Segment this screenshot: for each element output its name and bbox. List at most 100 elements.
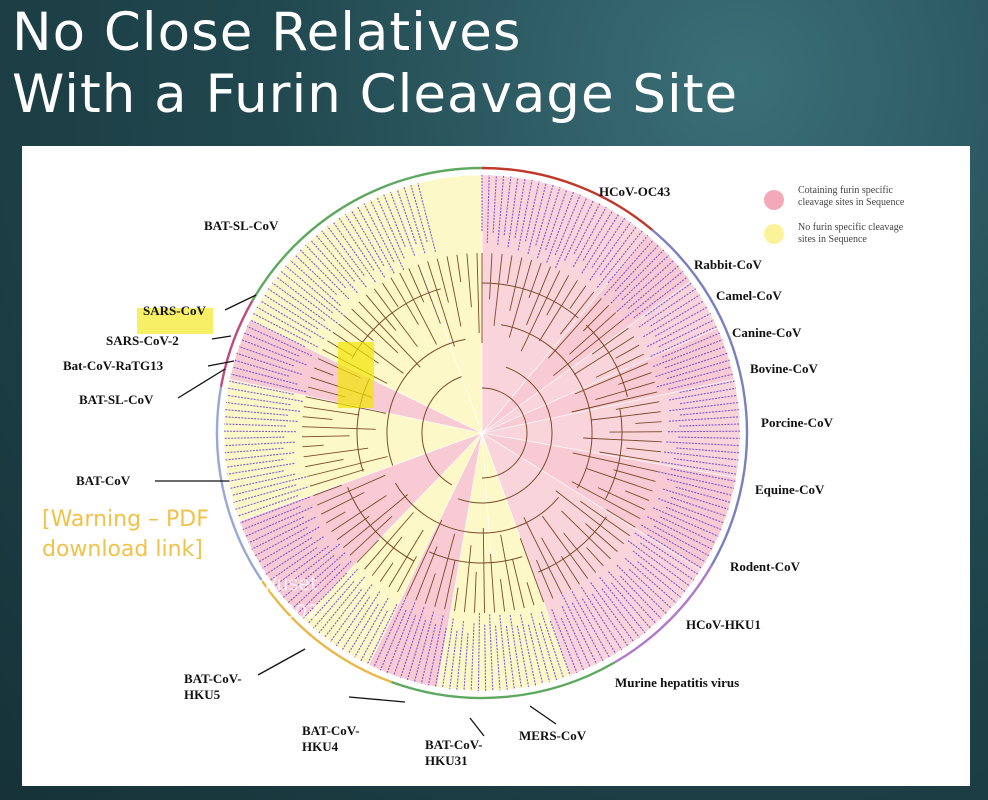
colored-outer-ring xyxy=(215,166,749,700)
leaf-name-stroke xyxy=(664,345,726,369)
leaf-name-stroke xyxy=(262,537,313,569)
tree-branch xyxy=(336,515,370,541)
leaf-name-stroke xyxy=(658,498,724,524)
leaf-name-stroke xyxy=(616,564,667,614)
leaf-name-stroke xyxy=(638,288,697,328)
leaf-name-stroke xyxy=(224,441,295,447)
leaf-name-stroke xyxy=(434,627,447,687)
leaf-name-stroke xyxy=(589,221,632,281)
tree-branch-arc xyxy=(421,376,462,486)
leaf-name-stroke xyxy=(310,239,358,294)
faint-overlay-line-2: /e-302 xyxy=(258,601,319,623)
tree-branch xyxy=(526,266,552,326)
leaf-name-stroke xyxy=(245,506,313,537)
tree-branch xyxy=(539,280,578,342)
circular-phylogenetic-tree: HCoV-OC43Rabbit-CoVCamel-CoVCanine-CoVBo… xyxy=(42,166,905,768)
leaf-name-stroke xyxy=(224,447,284,454)
pink-circle-icon xyxy=(764,190,784,210)
clade-label: Rabbit-CoV xyxy=(694,257,763,272)
tree-branch xyxy=(408,268,425,303)
leaf-name-stroke xyxy=(667,430,741,433)
outer-ring-segment xyxy=(215,386,264,582)
tree-branch xyxy=(500,534,515,611)
leaf-name-stroke xyxy=(347,604,379,654)
tree-branch xyxy=(569,285,587,309)
leaf-name-stroke xyxy=(273,545,329,587)
leaf-name-stroke xyxy=(561,606,591,668)
leaf-name-stroke xyxy=(225,452,295,461)
leaf-name-stroke xyxy=(254,526,308,557)
tree-branch xyxy=(615,401,660,410)
leaf-name-stroke xyxy=(370,200,405,271)
tree-branch-arc xyxy=(481,282,579,319)
leaf-name-stroke xyxy=(327,226,365,276)
legend-text-line-1: Cotaining furin specific xyxy=(798,185,894,196)
outer-ring-segment xyxy=(613,564,713,664)
outer-ring-segment xyxy=(261,580,392,684)
tree-branch xyxy=(424,573,436,604)
leaf-name-stroke xyxy=(545,189,568,251)
tree-branch xyxy=(463,545,472,613)
leaf-name-stroke xyxy=(376,197,405,259)
tree-branch xyxy=(321,491,365,515)
tree-branch xyxy=(506,255,513,284)
leaf-name-stroke xyxy=(581,213,620,274)
leaf-name-stroke xyxy=(494,625,501,691)
leaf-name-stroke xyxy=(354,597,389,658)
tree-branch xyxy=(382,282,399,307)
leaf-name-stroke xyxy=(582,210,614,261)
tree-branch xyxy=(356,539,379,563)
tree-branch xyxy=(325,511,346,524)
legend-text-line-2: cleavage sites in Sequence xyxy=(798,197,905,208)
leaf-name-stroke xyxy=(666,441,740,447)
leaf-name-stroke xyxy=(396,189,417,245)
leaf-name-stroke xyxy=(580,586,623,651)
leaf-name-stroke xyxy=(650,294,701,327)
leaf-name-stroke xyxy=(627,265,679,310)
legend-text-line-2: sites in Sequence xyxy=(798,234,867,245)
clade-label: HCoV-OC43 xyxy=(599,184,671,199)
leaf-name-stroke xyxy=(572,206,607,267)
tree-branch-arc xyxy=(585,324,628,397)
leaf-name-stroke xyxy=(599,576,646,634)
leaf-name-stroke xyxy=(647,534,702,569)
tree-branch xyxy=(599,451,660,463)
tree-branch xyxy=(569,312,617,355)
tree-branch xyxy=(434,533,456,607)
clade-label: BAT-CoV xyxy=(76,473,131,488)
tree-branch xyxy=(563,532,597,573)
leaf-name-stroke xyxy=(230,373,307,393)
leaf-name-stroke xyxy=(624,557,677,604)
sars-cov-2-highlight xyxy=(137,308,213,334)
tree-branch xyxy=(528,262,542,299)
leaf-name-stroke xyxy=(507,177,519,248)
leaf-name-stroke xyxy=(551,609,578,674)
clade-label: Porcine-CoV xyxy=(761,415,834,430)
leaf-name-stroke xyxy=(601,588,640,638)
leaf-name-stroke xyxy=(647,516,713,550)
leaf-name-stroke xyxy=(344,213,386,278)
leaf-name-stroke xyxy=(271,282,326,322)
leaf-name-stroke xyxy=(679,423,740,427)
tree-branch xyxy=(415,546,438,601)
tree-branch xyxy=(493,254,503,327)
leaf-name-stroke xyxy=(603,239,654,296)
clade-labels-layer: HCoV-OC43Rabbit-CoVCamel-CoVCanine-CoVBo… xyxy=(63,184,834,768)
leaf-name-stroke xyxy=(413,611,435,683)
outer-ring-segment xyxy=(651,229,749,567)
tree-branch xyxy=(489,253,493,300)
leader-line xyxy=(348,696,406,703)
leaf-name-stroke xyxy=(338,217,375,271)
faint-overlay-line-1: g/uset xyxy=(258,573,318,595)
leaf-name-stroke xyxy=(393,615,417,676)
leaf-name-stroke xyxy=(505,625,515,690)
leaf-name-stroke xyxy=(238,345,294,367)
leaf-name-stroke xyxy=(571,602,604,662)
tree-branch xyxy=(427,261,455,347)
leader-line xyxy=(211,335,232,340)
tree-branch xyxy=(595,381,655,401)
tree-branches-layer xyxy=(301,253,663,614)
leaf-name-stroke xyxy=(607,571,657,624)
leader-line xyxy=(177,368,226,399)
